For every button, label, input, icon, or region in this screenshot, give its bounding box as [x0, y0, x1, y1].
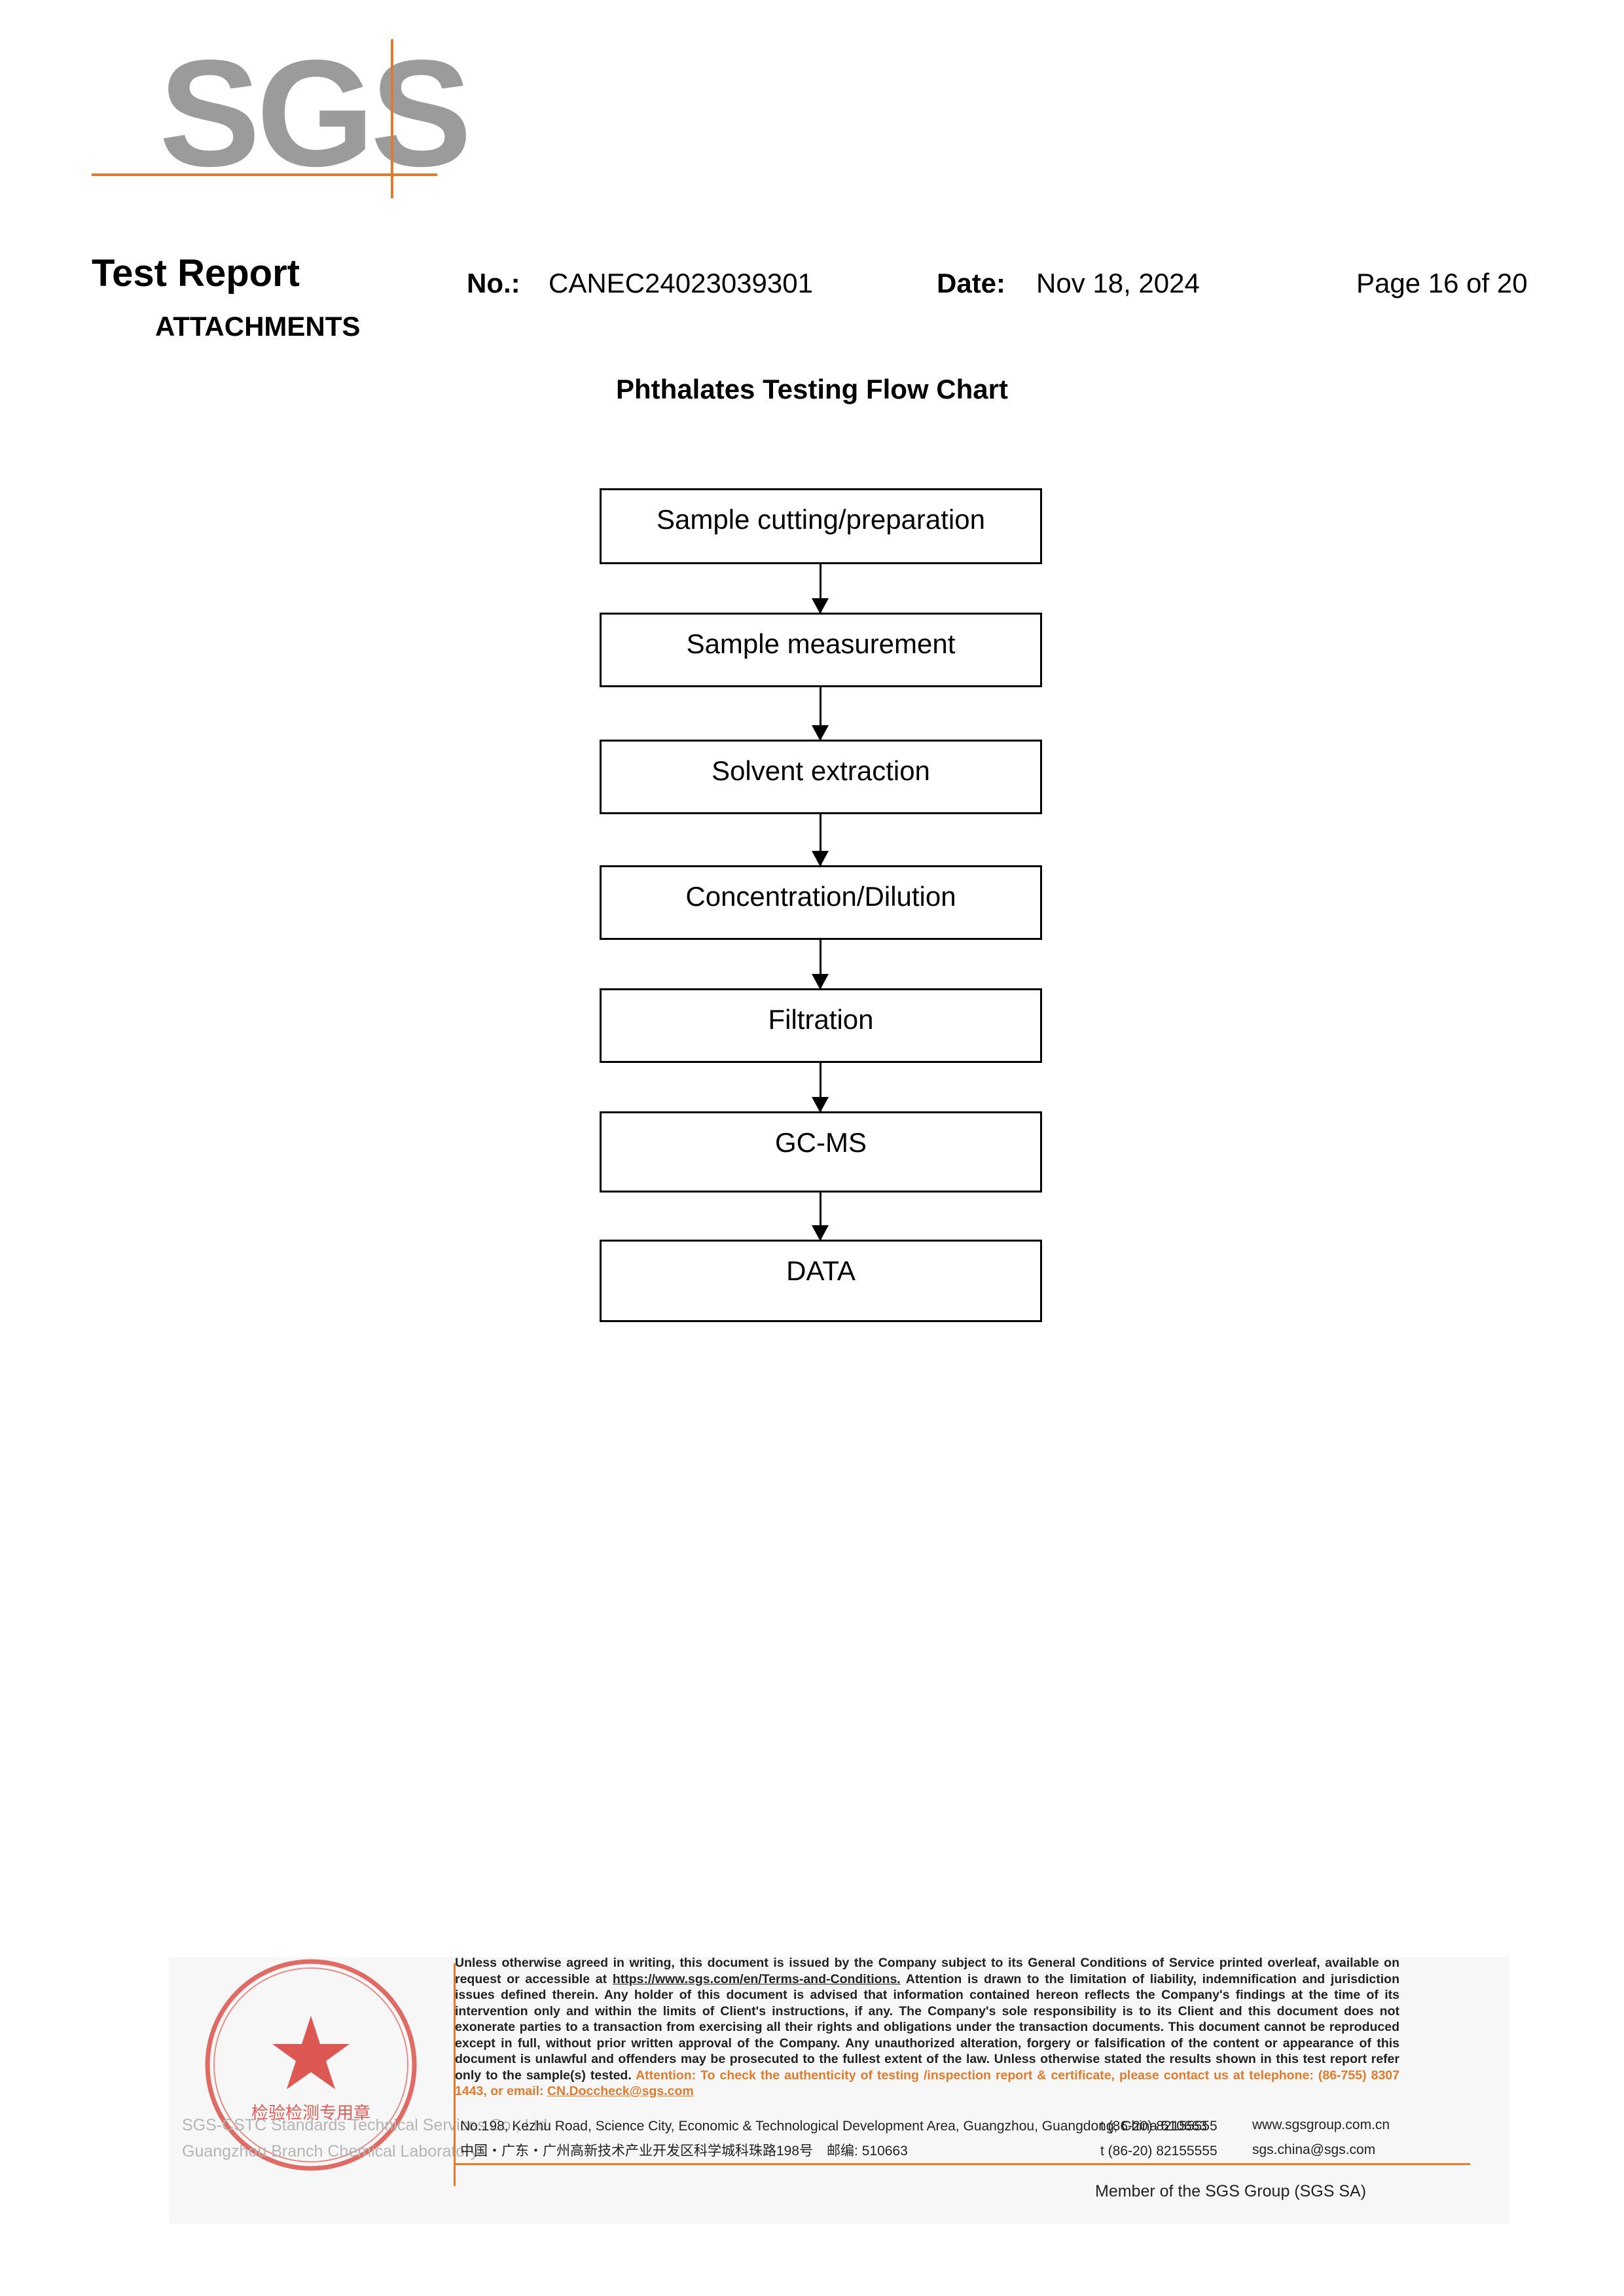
attention-notice: Attention: To check the authenticity of … [455, 2068, 1399, 2099]
website-link[interactable]: www.sgsgroup.com.cn [1252, 2117, 1390, 2132]
logo-vertical-rule [391, 39, 393, 198]
flow-step-filtration: Filtration [600, 988, 1042, 1063]
flow-arrow [812, 814, 829, 867]
flow-step-extraction: Solvent extraction [600, 740, 1042, 814]
doccheck-email-link[interactable]: CN.Doccheck@sgs.com [547, 2084, 694, 2098]
report-number-label: No.: [467, 268, 520, 298]
flow-step-data: DATA [600, 1240, 1042, 1322]
flow-arrow [812, 1063, 829, 1113]
disclaimer-text-2: Attention is drawn to the limitation of … [455, 1971, 1399, 2083]
flow-arrow [812, 1193, 829, 1241]
report-title: Test Report [92, 252, 300, 295]
logo-horizontal-rule [92, 173, 437, 176]
report-number: CANEC24023039301 [549, 268, 813, 298]
seal-caption-branch: Guangzhou Branch Chemical Laboratory. [182, 2142, 482, 2161]
flow-arrow [812, 940, 829, 990]
telephone-1: t (86-20) 82155555 [1100, 2119, 1218, 2134]
flow-chart-title-text: Phthalates Testing Flow Chart [616, 374, 1008, 404]
flow-chart-title: Phthalates Testing Flow Chart [0, 373, 1624, 406]
member-statement: Member of the SGS Group (SGS SA) [1095, 2182, 1367, 2200]
flow-step-cutting: Sample cutting/preparation [600, 488, 1042, 564]
legal-disclaimer: Unless otherwise agreed in writing, this… [455, 1955, 1399, 2100]
report-date: Nov 18, 2024 [1036, 268, 1200, 298]
seal-caption-company: SGS-CSTC Standards Technical Services Co… [182, 2116, 552, 2134]
disclaimer-text-1: Unless otherwise agreed in writing, this… [455, 1956, 1399, 1986]
flow-step-concentration: Concentration/Dilution [600, 865, 1042, 940]
seal-label: 检验检测专用章 [251, 2104, 370, 2123]
sgs-logo: SGS [159, 29, 472, 198]
page-number: Page 16 of 20 [1356, 268, 1528, 298]
address-english: No.198, Kezhu Road, Science City, Econom… [460, 2119, 1207, 2134]
footer-vertical-rule [454, 1964, 456, 2186]
terms-link[interactable]: https://www.sgs.com/en/Terms-and-Conditi… [612, 1971, 901, 1986]
email-link[interactable]: sgs.china@sgs.com [1252, 2142, 1376, 2157]
company-seal-icon: 检验检测专用章 [205, 1959, 417, 2171]
footer-horizontal-rule [454, 2163, 1470, 2165]
date-label: Date: [937, 268, 1006, 298]
report-subtitle: ATTACHMENTS [155, 311, 361, 342]
telephone-2: t (86-20) 82155555 [1100, 2144, 1218, 2159]
flow-arrow [812, 564, 829, 614]
flow-step-measurement: Sample measurement [600, 613, 1042, 687]
flow-arrow [812, 687, 829, 741]
flow-step-gcms: GC-MS [600, 1111, 1042, 1193]
address-chinese: 中国・广东・广州高新技术产业开发区科学城科珠路198号 邮编: 510663 [460, 2144, 908, 2159]
